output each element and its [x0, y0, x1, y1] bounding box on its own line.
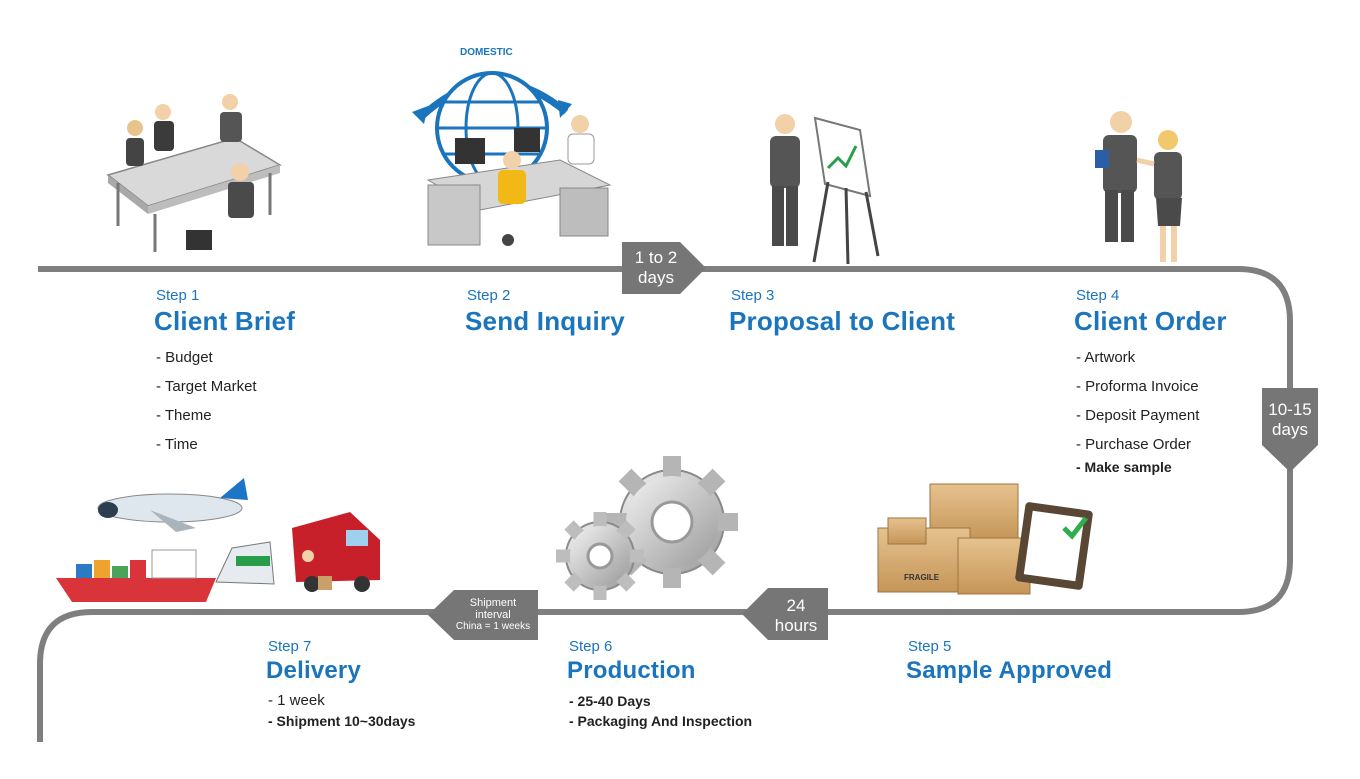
- step-title: Client Brief: [154, 306, 296, 336]
- step-2: Step 2 Send Inquiry: [465, 287, 625, 343]
- meeting-illustration: [106, 94, 282, 252]
- step-number: Step 7: [268, 638, 312, 655]
- step-1: Step 1 Client Brief - Budget - Target Ma…: [154, 287, 295, 459]
- list-item: - Target Market: [156, 378, 257, 395]
- transport-illustration: [56, 478, 380, 602]
- domestic-label: DOMESTIC: [460, 47, 513, 58]
- step-5: Step 5 Sample Approved: [906, 638, 1112, 691]
- step-number: Step 6: [569, 638, 613, 655]
- list-item: - Proforma Invoice: [1076, 378, 1199, 395]
- boxes-clipboard-illustration: [877, 483, 1093, 595]
- list-item: - Time: [156, 436, 198, 453]
- duration-badge-2: [1262, 388, 1318, 472]
- step-number: Step 1: [156, 287, 200, 304]
- step-title: Client Order: [1074, 306, 1227, 336]
- step-title: Send Inquiry: [465, 306, 625, 336]
- globe-office-illustration: [412, 71, 612, 246]
- list-item: - Packaging And Inspection: [569, 713, 753, 729]
- step-3: Step 3 Proposal to Client: [729, 287, 955, 343]
- step-items: - 25-40 Days - Packaging And Inspection: [567, 691, 752, 731]
- list-item: - Purchase Order: [1076, 436, 1192, 453]
- step-number: Step 4: [1076, 287, 1120, 304]
- step-items: - Artwork - Proforma Invoice - Deposit P…: [1074, 343, 1227, 459]
- duration-badge-3: [742, 588, 828, 640]
- step-title: Proposal to Client: [729, 306, 956, 336]
- presentation-illustration: [770, 114, 880, 265]
- list-item: - 1 week: [268, 692, 325, 709]
- step-title: Sample Approved: [906, 657, 1113, 684]
- step-number: Step 2: [467, 287, 511, 304]
- fragile-label: FRAGILE: [904, 573, 940, 582]
- step-6: Step 6 Production - 25-40 Days - Packagi…: [567, 638, 752, 731]
- list-item: - Deposit Payment: [1076, 407, 1200, 424]
- step-7: Step 7 Delivery - 1 week - Shipment 10~3…: [266, 638, 415, 731]
- step-number: Step 5: [908, 638, 952, 655]
- handshake-illustration: [1095, 111, 1182, 262]
- step-items: - 1 week - Shipment 10~30days: [266, 691, 415, 731]
- make-sample-item: - Make sample: [1076, 459, 1172, 475]
- gears-illustration: [556, 456, 738, 600]
- duration-badge-4: [428, 590, 538, 640]
- list-item: - 25-40 Days: [569, 693, 651, 709]
- step-number: Step 3: [731, 287, 775, 304]
- list-item: - Budget: [156, 349, 213, 366]
- step-4: Step 4 Client Order - Artwork - Proforma…: [1074, 287, 1227, 475]
- list-item: - Shipment 10~30days: [268, 713, 416, 729]
- step-title: Production: [567, 657, 696, 684]
- list-item: - Theme: [156, 407, 212, 424]
- step-items: - Budget - Target Market - Theme - Time: [154, 343, 295, 459]
- duration-badge-1: [622, 242, 706, 294]
- timeline-track: [37, 266, 1293, 742]
- step-title: Delivery: [266, 657, 361, 684]
- list-item: - Artwork: [1076, 349, 1136, 366]
